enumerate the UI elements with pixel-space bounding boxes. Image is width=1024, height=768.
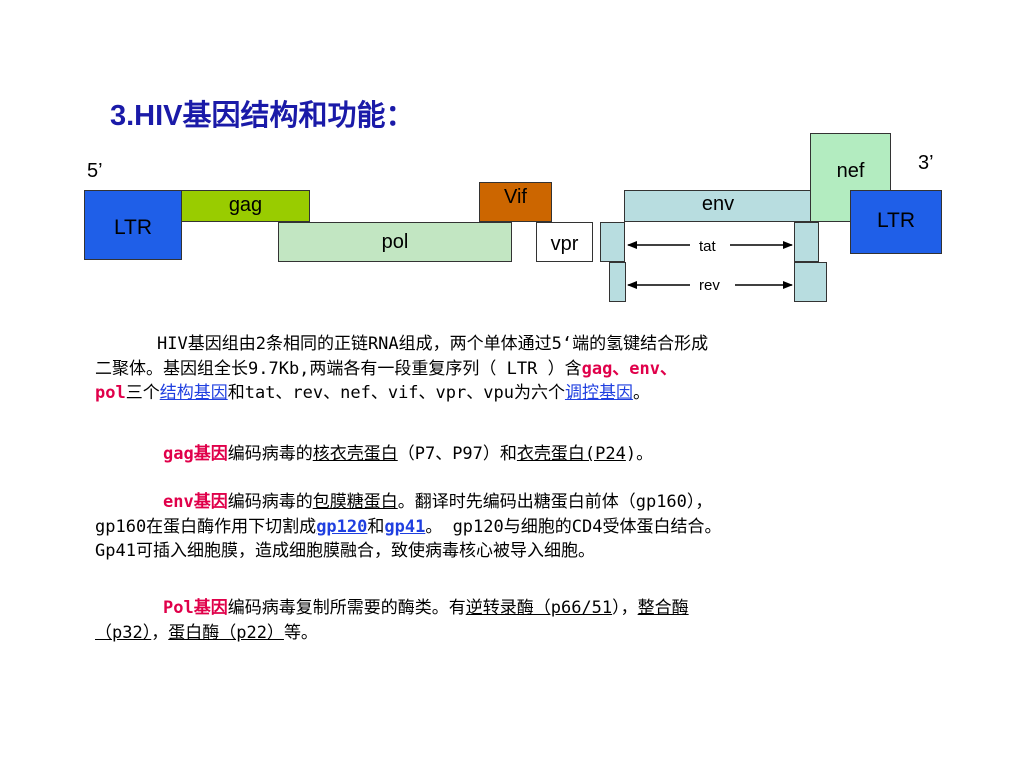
p2-a: 编码病毒的: [227, 444, 313, 464]
p4-reverse-transcriptase: 逆转录酶（p66/51: [465, 598, 613, 618]
three-prime-label: 3’: [918, 152, 934, 174]
paragraph-pol: Pol基因编码病毒复制所需要的酶类。有逆转录酶（p66/51），整合酶 （p32…: [95, 596, 965, 645]
five-prime-label: 5’: [87, 160, 103, 182]
pol-label: pol: [381, 231, 409, 253]
ltr-right-label: LTR: [876, 209, 916, 232]
tat-label: tat: [699, 238, 716, 255]
env-label: env: [701, 193, 735, 215]
paragraph-env: env基因编码病毒的包膜糖蛋白。翻译时先编码出糖蛋白前体（gp160）， gp1…: [95, 490, 965, 564]
gag-label: gag: [228, 194, 263, 216]
tat-exon-right: [794, 222, 819, 262]
p1-end: 。: [632, 383, 650, 403]
p4-integrase-p32: （p32）: [95, 622, 152, 643]
env-gene-term: env基因: [163, 492, 228, 512]
p1-line2: 二聚体。基因组全长9.7Kb,两端各有一段重复序列（ LTR ）含: [95, 358, 582, 379]
structural-genes-link[interactable]: 结构基因: [159, 383, 228, 403]
nef-label: nef: [836, 160, 865, 182]
p2-b: （P7、P97）和: [397, 444, 517, 464]
env-box: env: [624, 190, 812, 222]
rev-exon-right: [794, 262, 827, 302]
p3-b: 。翻译时先编码出糖蛋白前体（gp160），: [397, 492, 713, 512]
p1-pol: pol: [95, 383, 126, 403]
p2-capsid: 衣壳蛋白(P24: [516, 444, 626, 464]
p3-a: 编码病毒的: [227, 492, 313, 512]
p1-text-b: 和tat、rev、nef、vif、vpr、vpu为六个: [227, 383, 565, 403]
ltr-left-label: LTR: [113, 216, 153, 239]
pol-box: pol: [278, 222, 512, 262]
p4-a: 编码病毒复制所需要的酶类。有: [227, 598, 466, 618]
p1-text-a: 三个: [125, 383, 160, 403]
vpr-label: vpr: [550, 233, 579, 255]
p3-line3: Gp41可插入细胞膜，造成细胞膜融合，致使病毒核心被导入细胞。: [95, 541, 595, 561]
p1-line1: HIV基因组由2条相同的正链RNA组成，两个单体通过5‘端的氢键结合形成: [157, 334, 709, 354]
rev-label: rev: [699, 277, 720, 294]
page-title: 3.HIV基因结构和功能：: [110, 100, 415, 132]
pol-gene-term: Pol基因: [163, 598, 228, 618]
rev-exon-left: [609, 262, 626, 302]
p4-b: ），: [612, 598, 638, 618]
gag-gene-term: gag基因: [163, 444, 228, 464]
p3-line2-b: 和: [367, 516, 385, 537]
vif-box: Vif: [479, 182, 552, 222]
p2-nucleocapsid: 核衣壳蛋白: [312, 444, 398, 464]
gag-box: gag: [181, 190, 310, 222]
p4-end: 等。: [283, 622, 318, 643]
gp41-link[interactable]: gp41: [384, 516, 426, 537]
paragraph-gag: gag基因编码病毒的核衣壳蛋白（P7、P97）和衣壳蛋白(P24)。: [95, 442, 965, 467]
p4-protease: 蛋白酶（p22）: [168, 622, 284, 643]
ltr-left-box: LTR: [84, 190, 182, 260]
vif-label: Vif: [504, 186, 527, 208]
p4-integrase: 整合酶: [637, 598, 689, 618]
vpr-box: vpr: [536, 222, 593, 262]
p3-glycoprotein: 包膜糖蛋白: [312, 492, 398, 512]
p3-line2-a: gp160在蛋白酶作用下切割成: [95, 516, 317, 537]
gp120-link[interactable]: gp120: [316, 516, 368, 537]
p2-end: )。: [625, 444, 654, 464]
p1-genes: gag、env、: [581, 358, 678, 379]
regulatory-genes-link[interactable]: 调控基因: [564, 383, 633, 403]
tat-exon-left: [600, 222, 625, 262]
ltr-right-box: LTR: [850, 190, 942, 254]
paragraph-genome: HIV基因组由2条相同的正链RNA组成，两个单体通过5‘端的氢键结合形成 二聚体…: [95, 332, 965, 406]
p3-line2-c: 。 gp120与细胞的CD4受体蛋白结合。: [425, 516, 722, 537]
p4-c: ，: [151, 622, 169, 643]
